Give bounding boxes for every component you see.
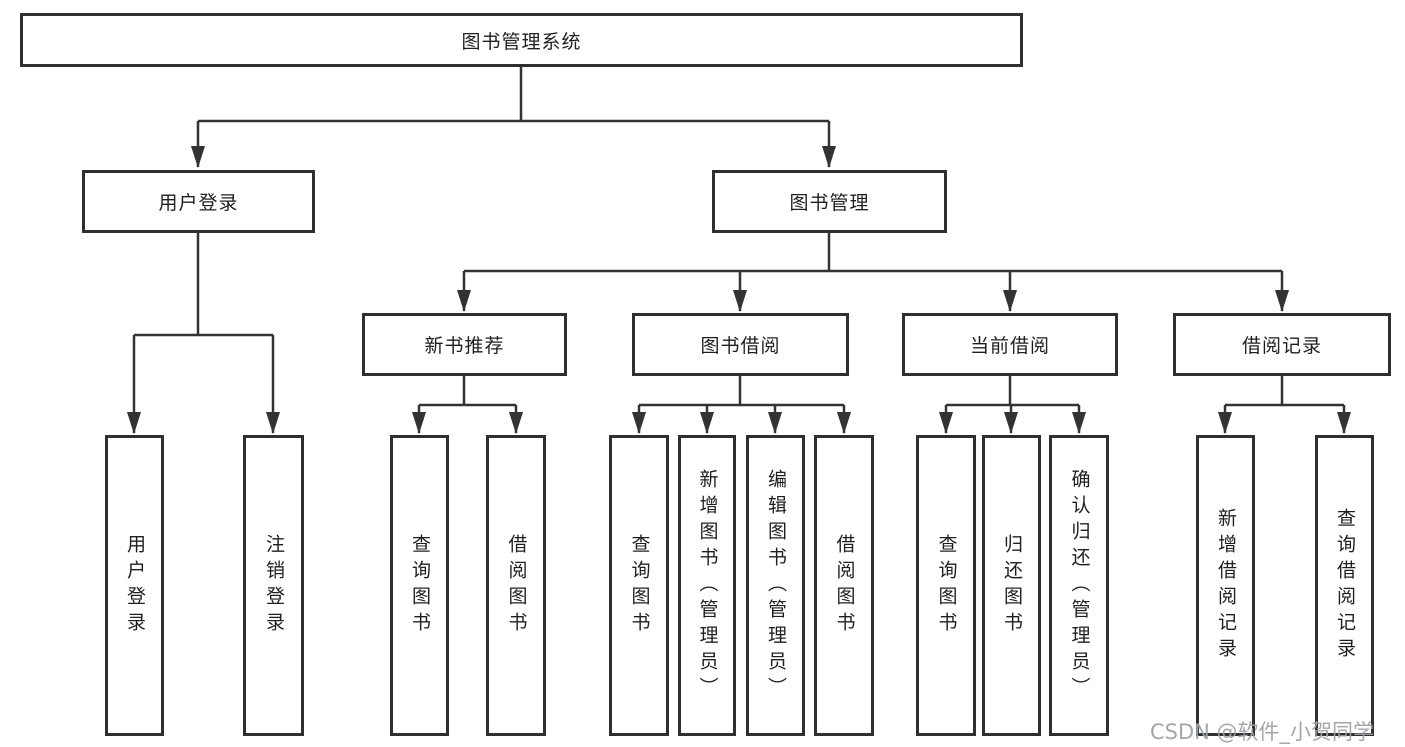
node-leaf-borrow-book: 借阅图书 <box>814 435 874 736</box>
node-label: 图书借阅 <box>700 335 781 357</box>
node-label: 借阅图书 <box>505 533 528 638</box>
node-label: 新增图书（管理员） <box>696 468 719 703</box>
node-book-manage: 图书管理 <box>712 170 947 233</box>
node-leaf-edit-book-admin: 编辑图书（管理员） <box>746 435 805 736</box>
node-new-book-recommend: 新书推荐 <box>362 313 567 376</box>
node-book-borrow: 图书借阅 <box>632 313 849 376</box>
node-label: 归还图书 <box>1001 533 1023 638</box>
node-leaf-query-book-recommend: 查询图书 <box>390 435 449 736</box>
node-label: 查询借阅记录 <box>1334 507 1356 664</box>
node-label: 查询图书 <box>935 533 958 638</box>
node-label: 新书推荐 <box>424 335 505 357</box>
node-leaf-logout: 注销登录 <box>243 435 304 736</box>
node-leaf-query-book-borrow: 查询图书 <box>609 435 669 736</box>
node-label: 借阅图书 <box>833 533 856 638</box>
node-leaf-borrow-book-recommend: 借阅图书 <box>486 435 546 736</box>
node-current-borrow: 当前借阅 <box>902 313 1118 376</box>
node-root-system: 图书管理系统 <box>20 13 1023 67</box>
node-leaf-confirm-return-admin: 确认归还（管理员） <box>1049 435 1109 736</box>
node-borrow-record: 借阅记录 <box>1173 313 1391 376</box>
node-label: 用户登录 <box>158 192 239 214</box>
node-label: 注销登录 <box>263 533 285 638</box>
node-label: 当前借阅 <box>969 335 1050 357</box>
node-label: 查询图书 <box>409 533 431 638</box>
node-leaf-add-book-admin: 新增图书（管理员） <box>678 435 736 736</box>
node-label: 借阅记录 <box>1241 335 1322 357</box>
node-leaf-add-borrow-record: 新增借阅记录 <box>1196 435 1255 736</box>
node-label: 确认归还（管理员） <box>1068 468 1091 703</box>
node-label: 编辑图书（管理员） <box>765 468 787 703</box>
node-label: 查询图书 <box>628 533 651 638</box>
node-label: 新增借阅记录 <box>1215 507 1237 664</box>
node-leaf-query-borrow-record: 查询借阅记录 <box>1315 435 1374 736</box>
watermark: CSDN @软件_小贺同学 <box>1150 720 1375 744</box>
node-label: 图书管理系统 <box>461 30 582 53</box>
node-leaf-query-book-current: 查询图书 <box>916 435 976 736</box>
node-user-login: 用户登录 <box>82 170 315 233</box>
node-leaf-return-book: 归还图书 <box>982 435 1041 736</box>
node-leaf-user-login-action: 用户登录 <box>105 435 164 736</box>
node-label: 用户登录 <box>124 533 146 638</box>
node-label: 图书管理 <box>789 192 870 214</box>
